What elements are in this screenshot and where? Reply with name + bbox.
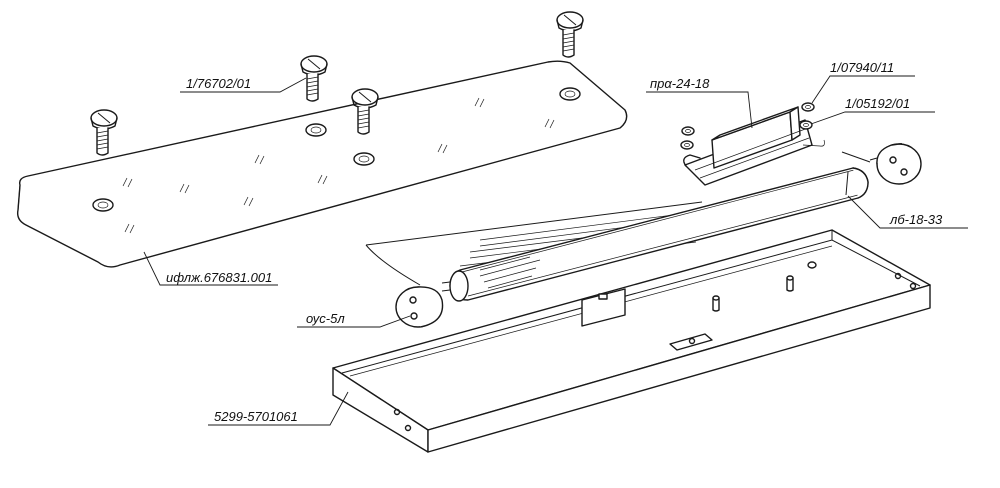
cover-label: ифлж.676831.001 xyxy=(166,270,272,285)
cover-hole xyxy=(92,198,114,212)
lampholder-right xyxy=(869,142,922,185)
callout-washer: 1/05192/01 xyxy=(810,96,935,125)
nut xyxy=(681,126,695,136)
screw-label: 1/76702/01 xyxy=(186,76,251,91)
lampholder-label: оус-5л xyxy=(306,311,345,326)
cover-hole xyxy=(305,123,327,137)
housing-label: 5299-5701061 xyxy=(214,409,298,424)
ballast xyxy=(683,106,825,186)
callout-ballast: прα-24-18 xyxy=(646,76,753,129)
cover-plate xyxy=(16,60,628,268)
nut-label: 1/07940/11 xyxy=(830,60,894,75)
callout-screw: 1/76702/01 xyxy=(180,76,307,93)
callout-cover: ифлж.676831.001 xyxy=(143,251,278,286)
glass-hatch xyxy=(122,97,555,234)
screw xyxy=(90,109,118,156)
callout-housing: 5299-5701061 xyxy=(208,391,349,426)
lamp-label: лб-18-33 xyxy=(889,212,943,227)
ballast-label: прα-24-18 xyxy=(650,76,710,91)
callout-lamp: лб-18-33 xyxy=(847,195,968,229)
lampholder-left xyxy=(395,286,444,328)
screw xyxy=(556,11,584,58)
callout-lampholder: оус-5л xyxy=(297,311,411,328)
washer xyxy=(799,120,813,130)
washer-label: 1/05192/01 xyxy=(845,96,910,111)
callout-nut: 1/07940/11 xyxy=(811,60,915,104)
cover-hole xyxy=(559,87,581,101)
screw xyxy=(351,88,379,135)
fluorescent-lamp xyxy=(441,167,869,302)
cover-hole xyxy=(353,152,375,166)
screw xyxy=(300,55,328,102)
housing xyxy=(332,229,931,453)
nut xyxy=(801,102,815,112)
washer xyxy=(680,140,694,150)
